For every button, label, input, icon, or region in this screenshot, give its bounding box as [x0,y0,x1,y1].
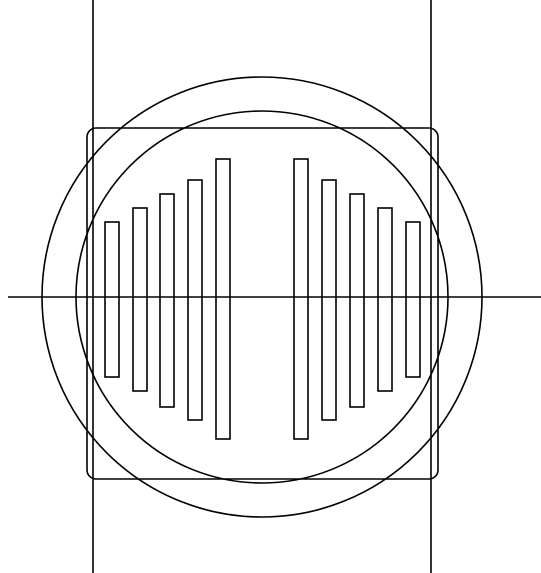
slot-left-1 [104,221,120,378]
slot-right-2 [321,179,337,421]
slot-left-5 [215,158,231,440]
slot-left-2 [132,207,148,392]
slot-right-4 [377,207,393,392]
left-slot-group [104,158,231,440]
slot-left-4 [187,179,203,421]
slot-left-3 [159,193,175,408]
slot-right-5 [405,221,421,378]
slot-right-3 [349,193,365,408]
square-plate [86,127,439,480]
slot-right-1 [293,158,309,440]
right-slot-group [293,158,421,440]
